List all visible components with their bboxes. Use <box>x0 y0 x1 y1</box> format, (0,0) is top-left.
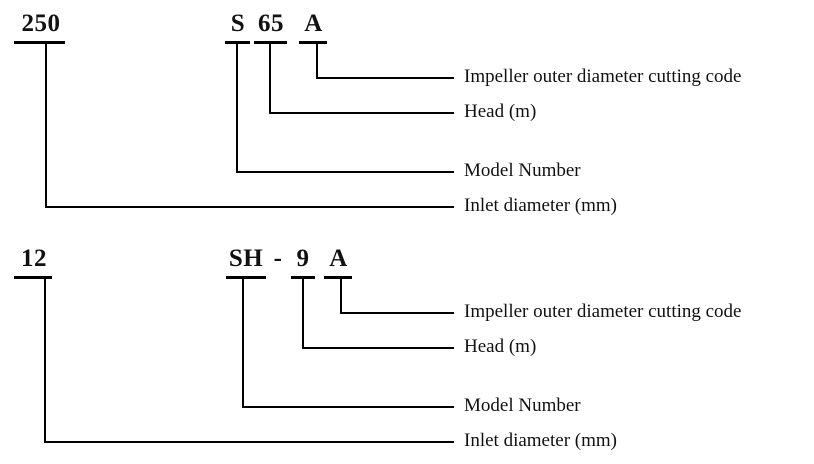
token-head: 65 <box>258 10 284 37</box>
connector-model-hline <box>236 171 454 173</box>
label-model-number: Model Number <box>464 395 581 416</box>
label-model-number: Model Number <box>464 160 581 181</box>
token-inlet-diameter: 250 <box>21 10 61 37</box>
token-head: 9 <box>296 245 310 272</box>
token-cutting-code: A <box>304 10 323 37</box>
label-head: Head (m) <box>464 101 537 122</box>
token-model: S <box>230 10 246 37</box>
connector-inlet-hline <box>44 441 454 443</box>
connector-head-vline <box>269 43 271 112</box>
connector-model-vline <box>242 278 244 406</box>
token-underline <box>291 276 315 279</box>
token-cutting-code: A <box>329 245 348 272</box>
connector-model-vline <box>236 43 238 171</box>
token-underline <box>254 41 287 44</box>
label-impeller-cutting-code: Impeller outer diameter cutting code <box>464 301 742 322</box>
token-underline <box>14 41 65 44</box>
connector-model-hline <box>242 406 454 408</box>
token-inlet-diameter: 12 <box>21 245 47 272</box>
connector-inlet-hline <box>45 206 454 208</box>
connector-head-hline <box>302 347 454 349</box>
label-impeller-cutting-code: Impeller outer diameter cutting code <box>464 66 742 87</box>
connector-inlet-vline <box>45 43 47 206</box>
connector-cutting-vline <box>340 278 342 312</box>
connector-head-hline <box>269 112 454 114</box>
connector-cutting-hline <box>340 312 454 314</box>
token-underline <box>299 41 327 44</box>
connector-head-vline <box>302 278 304 347</box>
label-inlet-diameter: Inlet diameter (mm) <box>464 430 617 451</box>
token-underline <box>14 276 52 279</box>
label-head: Head (m) <box>464 336 537 357</box>
connector-cutting-hline <box>316 77 454 79</box>
label-inlet-diameter: Inlet diameter (mm) <box>464 195 617 216</box>
token-model: SH <box>228 245 264 272</box>
connector-cutting-vline <box>316 43 318 77</box>
token-underline <box>225 41 250 44</box>
token-separator: - <box>273 245 283 272</box>
connector-inlet-vline <box>44 278 46 441</box>
token-underline <box>226 276 266 279</box>
token-underline <box>324 276 352 279</box>
